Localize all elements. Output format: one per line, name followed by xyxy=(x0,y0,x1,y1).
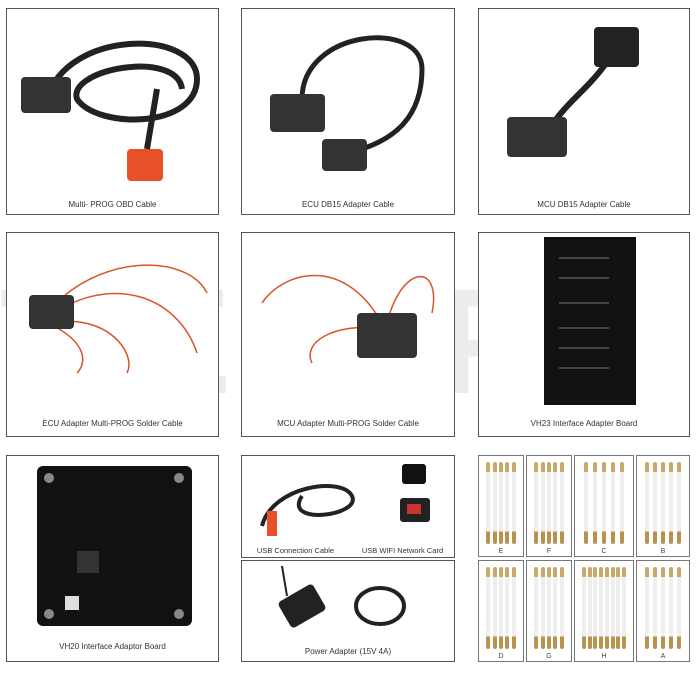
mcu-solder-cable-image xyxy=(261,274,435,364)
pin-set-d[interactable]: D xyxy=(478,560,524,662)
caption: VH20 Interface Adaptor Board xyxy=(59,642,166,651)
pin-label: H xyxy=(601,653,607,660)
pin-label: G xyxy=(546,653,552,660)
pin-set-c[interactable]: C xyxy=(574,455,634,557)
product-multi-prog-obd-cable[interactable]: Multi- PROG OBD Cable xyxy=(6,8,219,215)
pin-set-h[interactable]: H xyxy=(574,560,634,662)
product-usb-cable-and-wifi-card[interactable]: USB Connection Cable USB WIFI Network Ca… xyxy=(241,455,455,558)
product-vh23-interface-board[interactable]: VH23 Interface Adapter Board xyxy=(478,232,690,437)
caption-wifi-card: USB WIFI Network Card xyxy=(361,546,444,555)
pin-label: C xyxy=(601,548,607,555)
ecu-db15-cable-image xyxy=(270,35,425,171)
product-ecu-db15-adapter-cable[interactable]: ECU DB15 Adapter Cable xyxy=(241,8,455,215)
product-power-adapter[interactable]: Power Adapter (15V 4A) xyxy=(241,560,455,662)
obd-cable-image xyxy=(21,40,201,181)
caption: Multi- PROG OBD Cable xyxy=(68,200,157,209)
pin-label: A xyxy=(660,653,666,660)
pin-label: B xyxy=(660,548,666,555)
caption: MCU Adapter Multi-PROG Solder Cable xyxy=(277,419,419,428)
pin-set-g[interactable]: G xyxy=(526,560,572,662)
usb-items-image xyxy=(260,464,430,536)
product-mcu-db15-adapter-cable[interactable]: MCU DB15 Adapter Cable xyxy=(478,8,690,215)
caption: MCU DB15 Adapter Cable xyxy=(537,200,631,209)
product-mcu-adapter-solder-cable[interactable]: MCU Adapter Multi-PROG Solder Cable xyxy=(241,232,455,437)
pin-label: F xyxy=(546,548,552,555)
caption: VH23 Interface Adapter Board xyxy=(530,419,638,428)
vh23-board-image xyxy=(544,237,636,405)
pin-label: E xyxy=(498,548,504,555)
caption: ECU Adapter Multi-PROG Solder Cable xyxy=(42,419,183,428)
pin-set-b[interactable]: B xyxy=(636,455,690,557)
product-ecu-adapter-solder-cable[interactable]: ECU Adapter Multi-PROG Solder Cable xyxy=(6,232,219,437)
vh20-board-image xyxy=(37,466,192,626)
pin-label: D xyxy=(498,653,504,660)
pin-set-a[interactable]: A xyxy=(636,560,690,662)
pin-set-f[interactable]: F xyxy=(526,455,572,557)
power-adapter-image xyxy=(278,565,406,628)
mcu-db15-cable-image xyxy=(507,27,639,157)
ecu-solder-cable-image xyxy=(29,264,208,374)
caption-usb-cable: USB Connection Cable xyxy=(256,546,335,555)
pin-set-e[interactable]: E xyxy=(478,455,524,557)
product-vh20-interface-board[interactable]: VH20 Interface Adaptor Board xyxy=(6,455,219,662)
caption: Power Adapter (15V 4A) xyxy=(304,647,392,656)
caption: ECU DB15 Adapter Cable xyxy=(301,200,395,209)
